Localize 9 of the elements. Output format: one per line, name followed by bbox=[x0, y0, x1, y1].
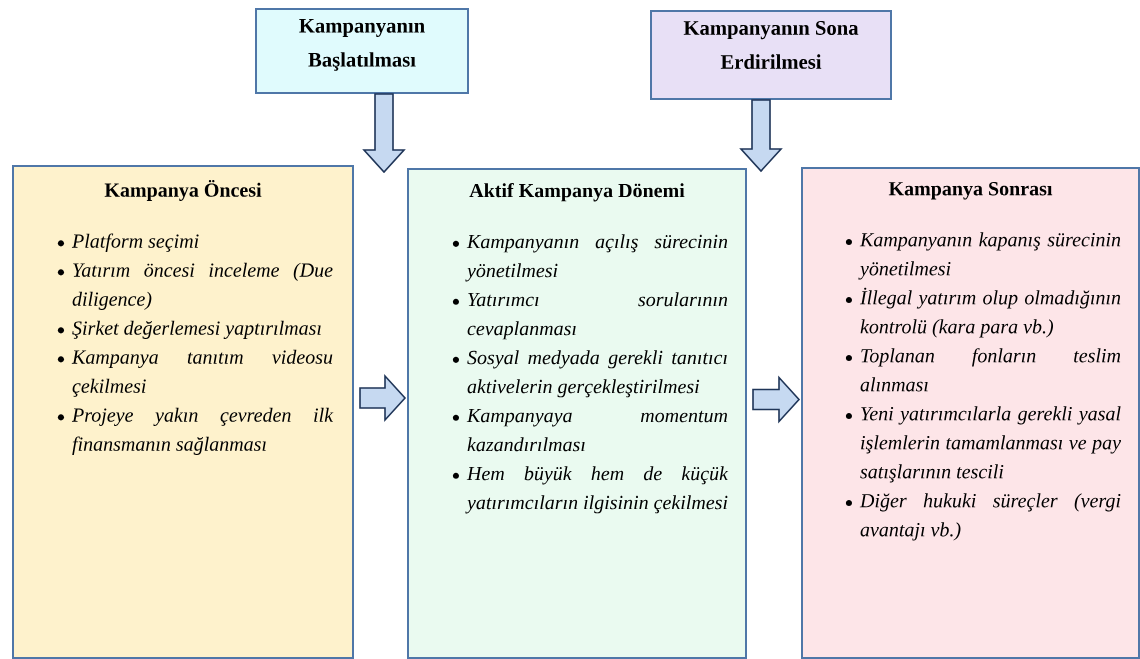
event-box: Kampanyanın Başlatılması bbox=[255, 8, 469, 94]
stage-box: Aktif Kampanya Dönemi Kampanyanın açılış sürecinin yönetilmesi Yatırımcı sorularının cevaplanması Sosyal medyada gerekli tanıtıcı aktivelerin gerçekleştirilmesi Kampanyaya momentum kazandırılması Hem büyük hem de küçük yatırımcıların ilgisinin çekilmesi bbox=[407, 168, 747, 659]
block-arrow bbox=[359, 373, 407, 423]
block-arrow bbox=[752, 375, 801, 424]
block-arrow bbox=[362, 93, 406, 174]
stage-box: Kampanya Öncesi Platform seçimi Yatırım öncesi inceleme (Due diligence) Şirket değerlemesi yaptırılması Kampanya tanıtım videosu çekilmesi Projeye yakın çevreden ilk finansmanın sağlanması bbox=[12, 165, 354, 659]
stage-box: Kampanya Sonrası Kampanyanın kapanış sürecinin yönetilmesi İllegal yatırım olup olmadığının kontrolü (kara para vb.) Toplanan fonların teslim alınması Yeni yatırımcılarla gerekli yasal işlemlerin tamamlanması ve pay satışlarının tescili Diğer hukuki süreçler (vergi avantajı vb.) bbox=[801, 167, 1140, 659]
event-box: Kampanyanın Sona Erdirilmesi bbox=[650, 10, 892, 100]
block-arrow bbox=[739, 99, 783, 173]
